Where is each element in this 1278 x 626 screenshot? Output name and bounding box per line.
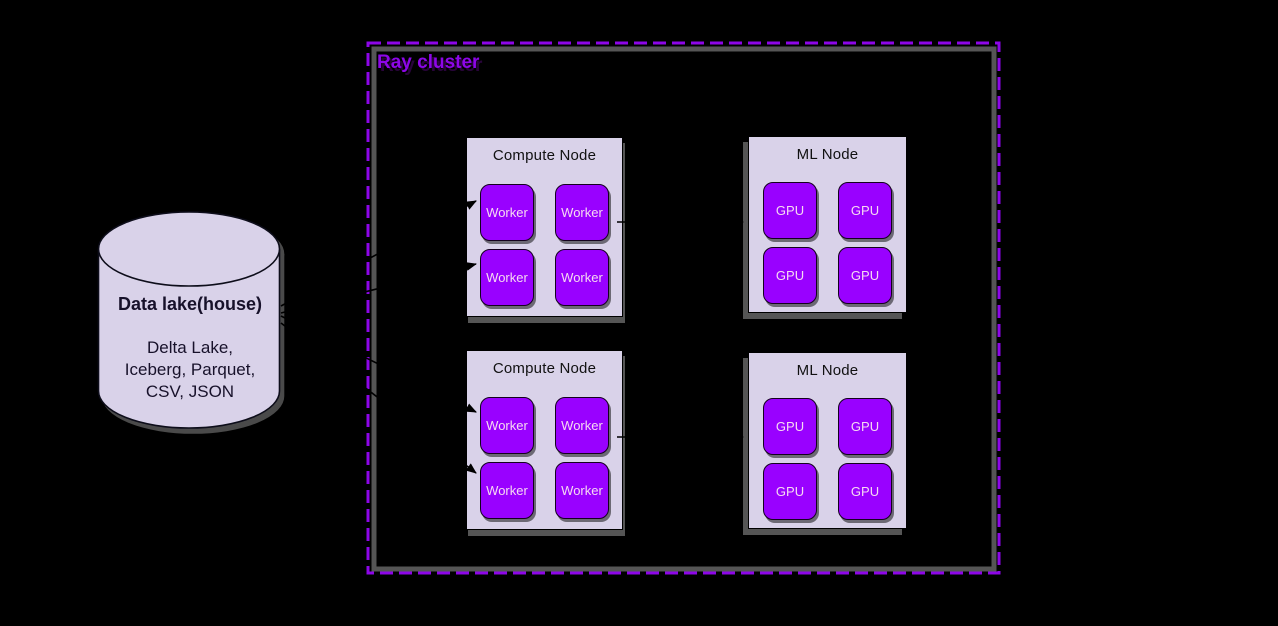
node-title: ML Node: [796, 146, 859, 163]
gpu-chip: GPU: [838, 462, 892, 520]
node-title: Compute Node: [492, 360, 597, 377]
gpu-chip: GPU: [838, 397, 892, 455]
cluster-title: Ray cluster: [377, 52, 480, 73]
worker-chip: Worker: [555, 249, 609, 306]
worker-chip: Worker: [480, 462, 534, 519]
data-arrow: [280, 262, 477, 314]
gpu-chip: GPU: [838, 181, 892, 239]
gpu-chip: GPU: [763, 397, 817, 455]
data-arrow: [280, 315, 477, 413]
worker-chip: Worker: [480, 184, 534, 241]
worker-chip: Worker: [555, 462, 609, 519]
data-lake-formats: Delta Lake, Iceberg, Parquet, CSV, JSON: [86, 337, 294, 403]
data-lake-title: Data lake(house): [117, 294, 263, 314]
worker-chip: Worker: [480, 249, 534, 306]
data-arrow: [280, 322, 477, 474]
gpu-chip: GPU: [763, 462, 817, 520]
format-line: Iceberg, Parquet,: [124, 360, 256, 379]
worker-chip: Worker: [555, 184, 609, 241]
gpu-chip: GPU: [838, 246, 892, 304]
format-line: Delta Lake,: [147, 338, 233, 357]
chip-grid: GPU GPU GPU GPU: [749, 173, 906, 312]
node-title: Compute Node: [492, 147, 597, 164]
ml-node-1: ML Node GPU GPU GPU GPU: [748, 136, 907, 313]
worker-chip: Worker: [555, 397, 609, 454]
ml-node-2: ML Node GPU GPU GPU GPU: [748, 352, 907, 529]
gpu-chip: GPU: [763, 181, 817, 239]
cylinder-top: [97, 211, 281, 287]
format-line: CSV, JSON: [145, 382, 235, 401]
data-arrow: [280, 200, 477, 307]
node-title: ML Node: [796, 362, 859, 379]
chip-grid: GPU GPU GPU GPU: [749, 389, 906, 528]
worker-chip: Worker: [480, 397, 534, 454]
gpu-chip: GPU: [763, 246, 817, 304]
